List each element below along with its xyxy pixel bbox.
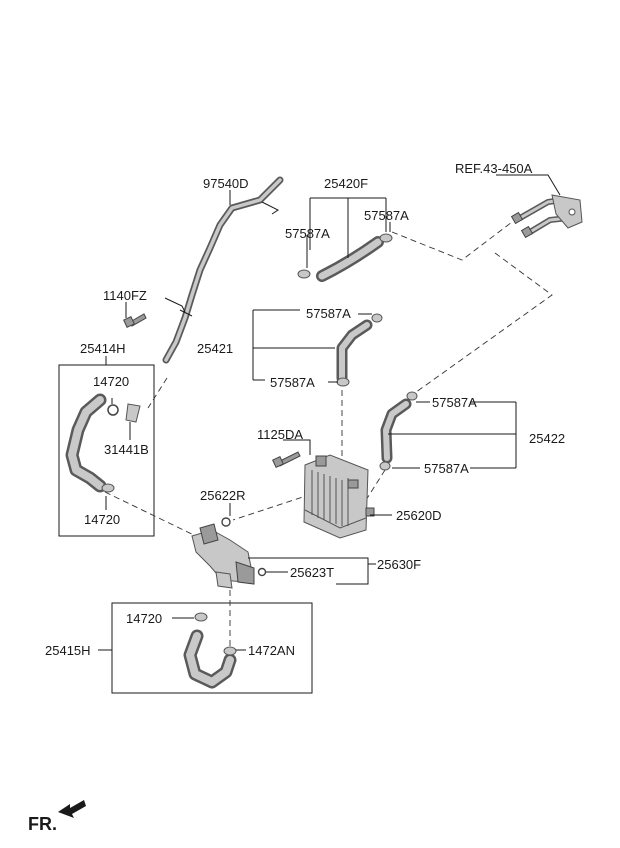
label-97540D: 97540D: [203, 176, 249, 191]
pipe-ref-43-450A: [510, 194, 583, 239]
leader-lines: [98, 174, 561, 651]
hose-25421: [336, 313, 383, 387]
hose-25420F: [297, 233, 393, 282]
label-1125DA: 1125DA: [257, 427, 303, 442]
pipe-97540D: [162, 176, 284, 364]
label-57587A-25421-top: 57587A: [306, 306, 351, 321]
group-box-25415H: [111, 602, 313, 694]
label-14720-bottom: 14720: [126, 611, 162, 626]
bolt-1140FZ: [123, 313, 147, 328]
label-57587A-25421-bottom: 57587A: [270, 375, 315, 390]
bolt-1125DA: [272, 451, 301, 468]
arrow-icon: [58, 800, 86, 818]
label-57587A-25422-top: 57587A: [432, 395, 477, 410]
label-1472AN: 1472AN: [248, 643, 295, 658]
label-25623T: 25623T: [290, 565, 334, 580]
housing-25630F: [191, 517, 267, 589]
label-31441B: 31441B: [104, 442, 149, 457]
label-57587A-clamp-top-right: 57587A: [364, 208, 409, 223]
label-25620D: 25620D: [396, 508, 442, 523]
hose-25422: [379, 391, 418, 471]
label-14720-lower: 14720: [84, 512, 120, 527]
label-25415H: 25415H: [45, 643, 91, 658]
label-57587A-clamp-top-left: 57587A: [285, 226, 330, 241]
label-ref-43-450A: REF.43-450A: [455, 161, 533, 176]
label-57587A-25422-bottom: 57587A: [424, 461, 469, 476]
label-25622R: 25622R: [200, 488, 246, 503]
label-25421: 25421: [197, 341, 233, 356]
label-25420F: 25420F: [324, 176, 368, 191]
label-25422: 25422: [529, 431, 565, 446]
label-1140FZ: 1140FZ: [103, 288, 147, 303]
hose-25415H: [183, 612, 237, 689]
label-14720-upper: 14720: [93, 374, 129, 389]
hose-25414H: [65, 393, 141, 493]
label-25630F: 25630F: [377, 557, 421, 572]
dashed-guide-lines: [104, 221, 553, 650]
label-25414H: 25414H: [80, 341, 126, 356]
cooler-25620D: [303, 454, 375, 539]
front-label: FR.: [28, 814, 57, 834]
